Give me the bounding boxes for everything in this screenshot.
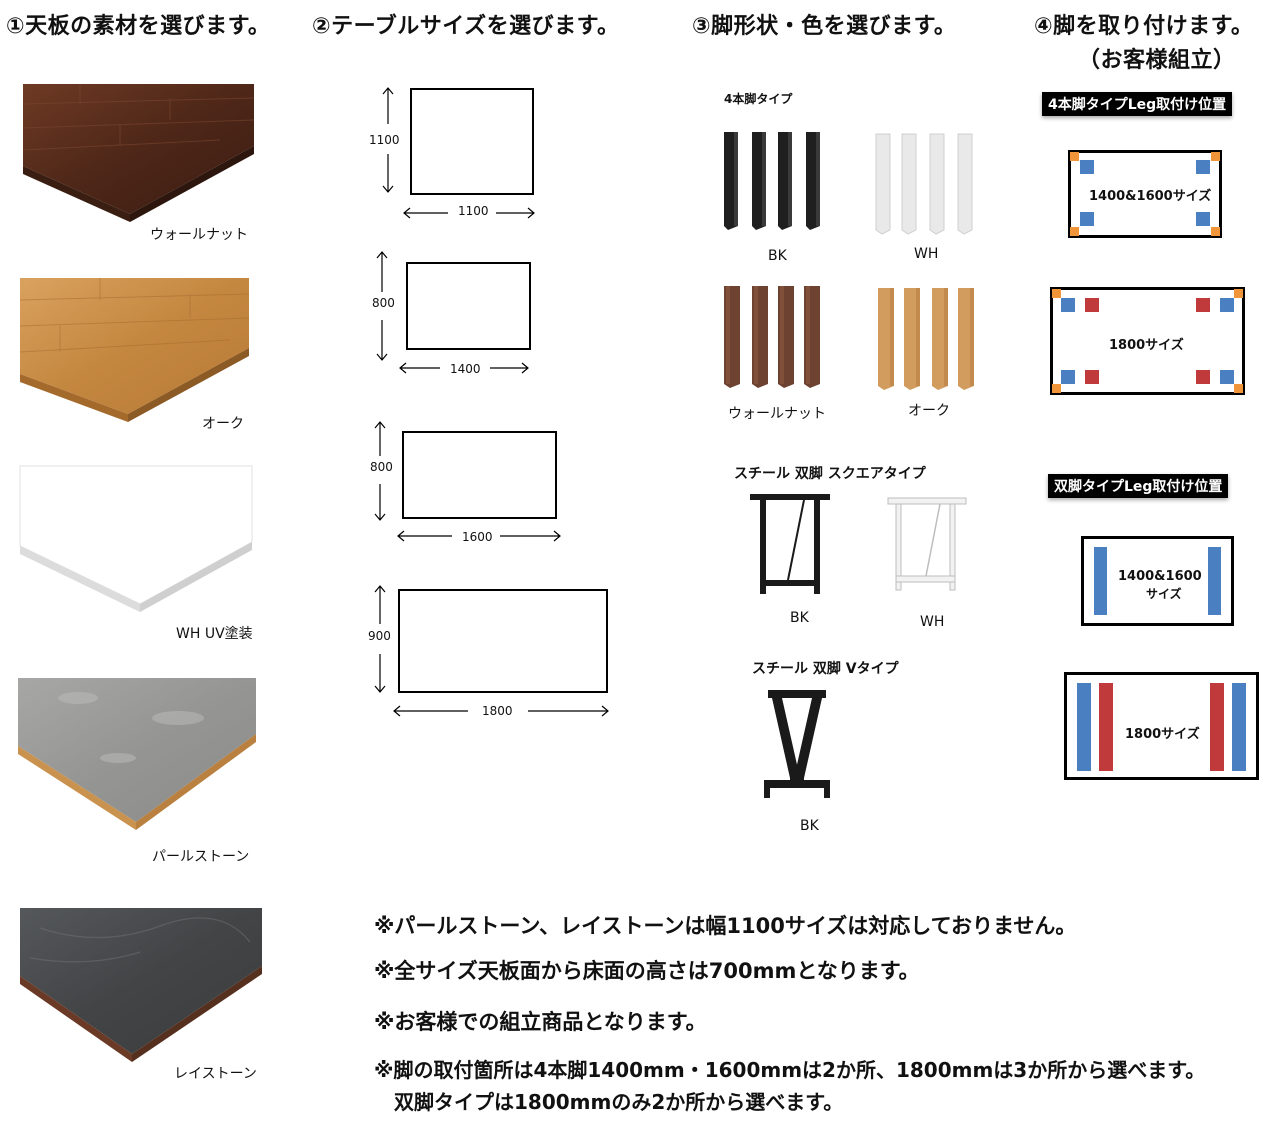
- mount-size-label: 1400&1600サイズ: [1089, 189, 1212, 204]
- twin-leg-marker-red: [1210, 683, 1224, 771]
- v-leg-black-image: [764, 690, 830, 798]
- leg-marker-red: [1085, 298, 1099, 312]
- corner-marker: [1052, 384, 1061, 393]
- square-leg-type-title: スチール 双脚 スクエアタイプ: [734, 466, 926, 482]
- corner-marker: [1070, 227, 1079, 236]
- step-2-heading: ②テーブルサイズを選びます。: [312, 14, 620, 39]
- square-leg-color-bk: BK: [790, 610, 809, 626]
- white-tabletop-image: [19, 465, 253, 612]
- height-arrow-1: [382, 87, 394, 193]
- mount-diagram-twin-1800: 1800サイズ: [1064, 672, 1259, 780]
- four-leg-color-bk: BK: [768, 248, 787, 264]
- leg-marker-blue: [1061, 370, 1075, 384]
- leg-marker-blue: [1220, 370, 1234, 384]
- height-label-1: 1100: [369, 133, 400, 147]
- four-legs-black-image: [724, 132, 820, 230]
- height-arrow-4: [374, 585, 386, 693]
- size-rect-1100: [410, 88, 534, 195]
- mount-diagram-twin-1400-1600: 1400&1600 サイズ: [1081, 536, 1234, 626]
- note-5: 双脚タイプは1800mmのみ2か所から選べます。: [374, 1090, 844, 1114]
- corner-marker: [1234, 384, 1243, 393]
- width-arrow-4: [393, 705, 609, 717]
- four-leg-color-walnut: ウォールナット: [728, 406, 826, 422]
- twin-leg-marker-blue: [1232, 683, 1246, 771]
- twin-leg-marker-red: [1099, 683, 1113, 771]
- step-4-subheading: （お客様組立）: [1078, 48, 1236, 73]
- mount-size-label-line2: サイズ: [1146, 587, 1182, 601]
- height-label-3: 800: [370, 460, 393, 474]
- material-label-reystone: レイストーン: [174, 1066, 257, 1082]
- material-label-oak: オーク: [202, 416, 244, 432]
- oak-tabletop-image: [19, 278, 250, 422]
- leg-marker-red: [1196, 370, 1210, 384]
- leg-marker-blue: [1080, 212, 1094, 226]
- leg-marker-blue: [1196, 160, 1210, 174]
- mount-diagram-four-1400-1600: 1400&1600サイズ: [1068, 150, 1222, 238]
- twin-leg-marker-blue: [1077, 683, 1091, 771]
- four-leg-mount-banner: 4本脚タイプLeg取付け位置: [1042, 92, 1233, 116]
- corner-marker: [1070, 152, 1079, 161]
- four-leg-type-title: 4本脚タイプ: [724, 92, 793, 106]
- v-leg-type-title: スチール 双脚 Vタイプ: [752, 661, 899, 677]
- note-3: ※お客様での組立商品となります。: [374, 1010, 707, 1034]
- size-rect-1800: [398, 589, 608, 693]
- size-rect-1600: [402, 431, 557, 519]
- mount-diagram-four-1800: 1800サイズ: [1050, 287, 1245, 395]
- height-label-4: 900: [368, 629, 391, 643]
- four-legs-white-image: [875, 133, 973, 235]
- square-leg-black-image: [750, 494, 830, 594]
- four-legs-oak-image: [878, 288, 974, 390]
- twin-leg-marker-blue: [1094, 547, 1107, 615]
- width-label-4: 1800: [482, 704, 513, 718]
- height-arrow-3: [374, 421, 386, 521]
- width-label-3: 1600: [462, 530, 493, 544]
- material-label-walnut: ウォールナット: [150, 227, 248, 243]
- four-leg-color-oak: オーク: [908, 403, 950, 419]
- leg-marker-red: [1196, 298, 1210, 312]
- height-label-2: 800: [372, 296, 395, 310]
- twin-leg-marker-blue: [1208, 547, 1221, 615]
- leg-marker-blue: [1061, 298, 1075, 312]
- height-arrow-2: [376, 251, 388, 361]
- size-rect-1400: [406, 262, 531, 350]
- square-leg-white-image: [887, 497, 967, 591]
- corner-marker: [1211, 227, 1220, 236]
- four-leg-color-wh: WH: [914, 246, 939, 262]
- leg-marker-blue: [1196, 212, 1210, 226]
- note-1: ※パールストーン、レイストーンは幅1100サイズは対応しておりません。: [374, 914, 1077, 938]
- width-label-2: 1400: [450, 362, 481, 376]
- mount-size-label: 1800サイズ: [1125, 727, 1200, 742]
- material-label-white-uv: WH UV塗装: [176, 626, 253, 642]
- mount-size-label: 1800サイズ: [1109, 338, 1184, 353]
- material-label-pearlstone: パールストーン: [152, 849, 250, 865]
- note-2: ※全サイズ天板面から床面の高さは700mmとなります。: [374, 959, 920, 983]
- width-arrow-2: [399, 362, 529, 374]
- mount-size-label: 1400&1600: [1118, 569, 1202, 584]
- corner-marker: [1234, 289, 1243, 298]
- twin-leg-mount-banner: 双脚タイプLeg取付け位置: [1048, 474, 1229, 498]
- leg-marker-red: [1085, 370, 1099, 384]
- width-arrow-1: [403, 207, 535, 219]
- step-4-heading: ④脚を取り付けます。: [1034, 14, 1254, 39]
- walnut-tabletop-image: [22, 84, 255, 222]
- step-1-heading: ①天板の素材を選びます。: [6, 14, 271, 39]
- square-leg-color-wh: WH: [920, 614, 945, 630]
- width-label-1: 1100: [458, 204, 489, 218]
- leg-marker-blue: [1220, 298, 1234, 312]
- v-leg-color-bk: BK: [800, 818, 819, 834]
- note-4: ※脚の取付箇所は4本脚1400mm・1600mmは2か所、1800mmは3か所か…: [374, 1058, 1206, 1082]
- pearlstone-tabletop-image: [18, 678, 256, 830]
- corner-marker: [1052, 289, 1061, 298]
- width-arrow-3: [397, 530, 561, 542]
- corner-marker: [1211, 152, 1220, 161]
- leg-marker-blue: [1080, 160, 1094, 174]
- reystone-tabletop-image: [20, 908, 262, 1062]
- step-3-heading: ③脚形状・色を選びます。: [692, 14, 957, 39]
- four-legs-walnut-image: [724, 286, 820, 388]
